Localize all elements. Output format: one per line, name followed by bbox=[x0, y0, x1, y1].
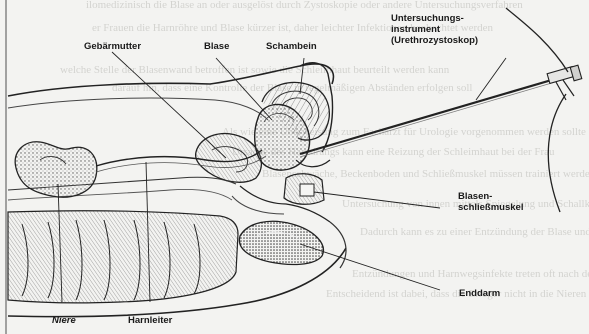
label-kidney: Niere bbox=[52, 315, 76, 326]
leader-bladder bbox=[216, 58, 272, 120]
sphincter-drawing bbox=[284, 174, 324, 205]
label-instrument-line1: Untersuchungs- bbox=[391, 13, 464, 24]
label-instrument-line2: instrument bbox=[391, 24, 440, 35]
pelvic-floor-2 bbox=[232, 196, 284, 214]
label-uterus: Gebärmutter bbox=[84, 41, 141, 52]
leader-rectum bbox=[300, 244, 440, 290]
body-back-contour-inner bbox=[8, 98, 268, 120]
label-sphincter-line1: Blasen- bbox=[458, 191, 492, 202]
label-ureter: Harnleiter bbox=[128, 315, 172, 326]
leader-uterus bbox=[112, 52, 226, 158]
label-bladder: Blase bbox=[204, 41, 229, 52]
buttock-contour bbox=[330, 222, 346, 268]
label-rectum: Enddarm bbox=[459, 288, 500, 299]
label-instrument-line3: (Urethrozystoskop) bbox=[391, 35, 478, 46]
label-sphincter-line2: schließmuskel bbox=[458, 202, 523, 213]
label-pubic-bone: Schambein bbox=[266, 41, 317, 52]
leader-sphincter bbox=[314, 192, 440, 208]
spine-drawing bbox=[8, 211, 238, 303]
rectum-drawing bbox=[239, 221, 323, 264]
uterus-drawing bbox=[196, 134, 262, 183]
